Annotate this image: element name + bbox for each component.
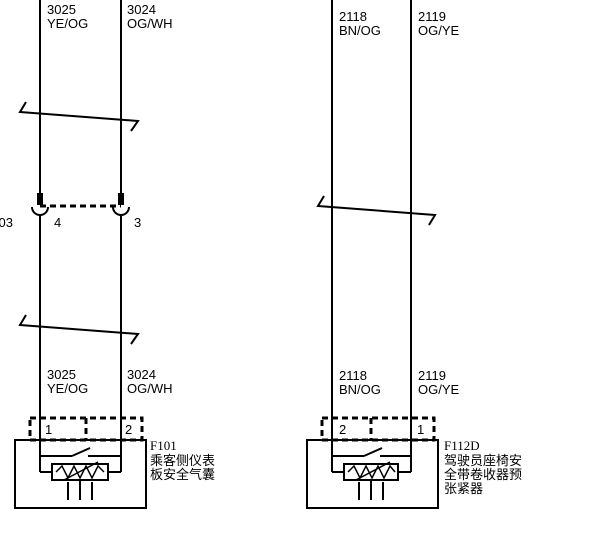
component-f112d-id: F112D <box>444 438 480 453</box>
twist-mark-right <box>316 195 437 226</box>
wire-2119-bottom-color: OG/YE <box>418 382 460 397</box>
f101-switch-arm <box>71 447 91 457</box>
component-f101-id: F101 <box>150 438 177 453</box>
wire-2119-top-num: 2119 <box>418 9 446 24</box>
component-f101-body <box>14 439 147 509</box>
component-f101: 1 2 F101 乘客侧仪表 板安全气囊 <box>14 416 215 509</box>
wire-2119-top-color: OG/YE <box>418 23 460 38</box>
right-circuit: 2118 BN/OG 2119 OG/YE 2118 BN/OG 2119 OG… <box>306 0 522 509</box>
component-f101-pin-1: 1 <box>45 422 52 437</box>
component-f112d-pin-1: 1 <box>417 422 424 437</box>
wire-3024-bottom-color: OG/WH <box>127 381 173 396</box>
wire-2118-bottom-num: 2118 <box>339 368 367 383</box>
component-f112d-desc-2: 全带卷收器预 <box>444 467 522 482</box>
wire-3025-top-num: 3025 <box>47 2 76 17</box>
wire-3024-bottom-num: 3024 <box>127 367 156 382</box>
component-f112d-body <box>306 439 439 509</box>
component-f112d: 2 1 F112D 驾驶员座椅安 全带卷收器预 张紧器 <box>306 416 522 509</box>
left-circuit: C203 4 3 3025 YE/OG 3024 OG/WH 3025 YE/O… <box>0 0 215 509</box>
connector-pin-4-stub <box>37 193 43 205</box>
f112d-resistor-arrow <box>355 461 391 481</box>
twist-mark-top <box>18 101 140 132</box>
wire-2118-bottom-color: BN/OG <box>339 382 381 397</box>
wire-3025-bottom-color: YE/OG <box>47 381 88 396</box>
component-f101-desc-1: 乘客侧仪表 <box>150 453 215 468</box>
wire-3024-top-num: 3024 <box>127 2 156 17</box>
wire-3024-top-color: OG/WH <box>127 16 173 31</box>
f112d-resistor-zigzag <box>347 464 396 480</box>
connector-pin-4-label: 4 <box>54 215 61 230</box>
component-f101-desc-2: 板安全气囊 <box>150 467 215 482</box>
connector-socket-4 <box>31 206 49 216</box>
wire-2118-top-color: BN/OG <box>339 23 381 38</box>
wire-3025-bottom-num: 3025 <box>47 367 76 382</box>
connector-name: C203 <box>0 215 13 230</box>
twist-mark-bottom <box>18 314 140 345</box>
f101-resistor-zigzag <box>55 464 105 480</box>
wire-2118-top-num: 2118 <box>339 9 367 24</box>
f101-resistor-arrow <box>63 461 99 481</box>
wire-2119-bottom-num: 2119 <box>418 368 446 383</box>
component-f112d-desc-1: 驾驶员座椅安 <box>444 453 522 468</box>
component-f112d-pin-2: 2 <box>339 422 346 437</box>
connector-pin-3-label: 3 <box>134 215 141 230</box>
component-f112d-desc-3: 张紧器 <box>444 481 483 496</box>
connector-socket-3 <box>112 206 130 216</box>
connector-pin-3-stub <box>118 193 124 205</box>
f112d-switch-arm <box>363 447 383 457</box>
component-f101-pin-2: 2 <box>125 422 132 437</box>
wire-3025-top-color: YE/OG <box>47 16 88 31</box>
